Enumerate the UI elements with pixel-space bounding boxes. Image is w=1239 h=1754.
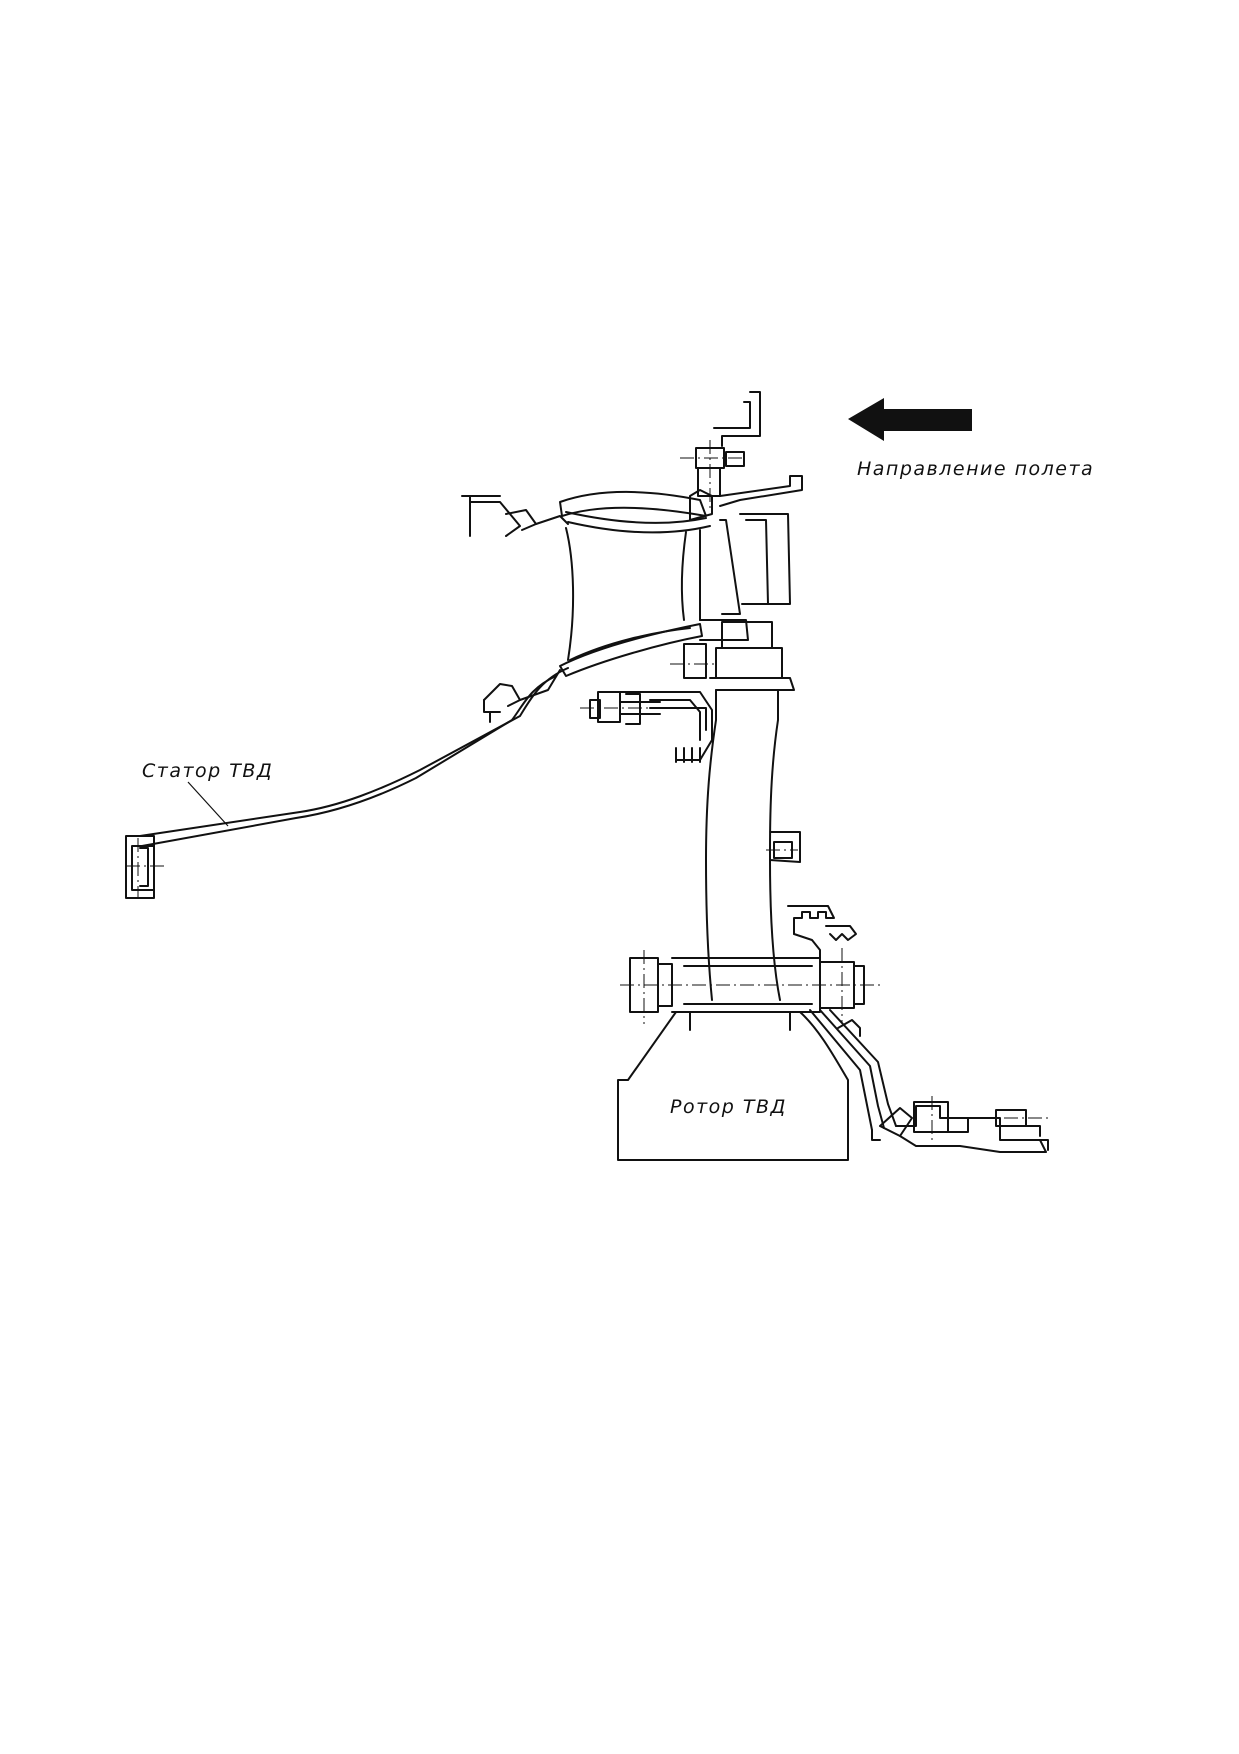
flight-direction-label: Направление полета <box>857 458 1094 480</box>
inner-shroud <box>559 619 795 691</box>
arrow-left-icon <box>848 398 972 441</box>
rotor-disc <box>580 643 857 1001</box>
flight-direction-arrow <box>848 398 972 441</box>
stator-arm <box>125 667 569 899</box>
blades <box>565 513 791 661</box>
outer-casing <box>461 391 803 537</box>
stator-label: Статор ТВД <box>142 760 273 782</box>
rotor-body <box>617 1011 849 1161</box>
rear-cone <box>809 1009 1050 1153</box>
tie-bolt <box>620 948 880 1024</box>
rotor-label: Ротор ТВД <box>670 1096 787 1118</box>
